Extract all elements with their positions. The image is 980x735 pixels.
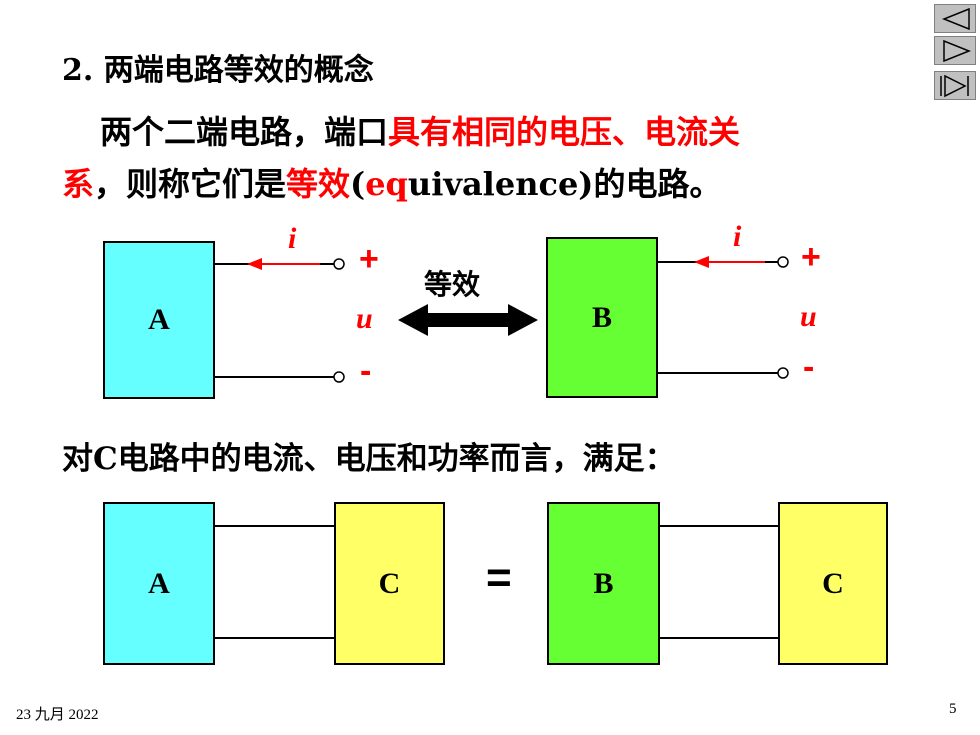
definition-line-2: 系，则称它们是等效(equivalence)的电路。 (62, 168, 721, 200)
definition-text: 两个二端电路，端口 (100, 113, 389, 151)
minus-sign-a: - (360, 352, 372, 390)
prev-slide-button[interactable] (934, 4, 976, 33)
circuit-box-a-2: A (103, 502, 215, 665)
last-icon (940, 74, 969, 98)
next-slide-button[interactable] (934, 36, 976, 65)
current-label-a: i (288, 222, 297, 255)
definition-text: ( (350, 165, 366, 203)
definition-line-1: 两个二端电路，端口具有相同的电压、电流关 (100, 116, 740, 148)
definition-highlight: 系 (62, 165, 95, 203)
current-label-b: i (733, 220, 742, 253)
slide-heading: 2. 两端电路等效的概念 (62, 53, 374, 88)
circuit-box-b-2: B (547, 502, 660, 665)
definition-highlight: eq (365, 165, 408, 203)
condition-text: 对C电路中的电流、电压和功率而言，满足： (62, 441, 676, 477)
prev-icon (941, 7, 970, 31)
circuit-box-b: B (546, 237, 658, 398)
plus-sign-a: + (359, 240, 379, 278)
minus-sign-b: - (803, 348, 815, 386)
circuit-box-c-2: C (778, 502, 888, 665)
footer-date: 23 九月 2022 (16, 707, 99, 723)
last-slide-button[interactable] (934, 71, 976, 100)
circuit-box-a: A (103, 241, 215, 399)
definition-text: uivalence)的电路。 (407, 165, 722, 203)
page-number: 5 (949, 701, 957, 717)
definition-text: ，则称它们是 (94, 165, 287, 203)
voltage-label-b: u (800, 300, 817, 333)
voltage-label-a: u (356, 302, 373, 335)
definition-highlight: 等效 (286, 165, 351, 203)
circuit-box-c-1: C (334, 502, 445, 665)
plus-sign-b: + (801, 238, 821, 276)
definition-highlight: 具有相同的电压、电流关 (388, 113, 741, 151)
equals-sign: = (486, 553, 512, 602)
next-icon (943, 39, 972, 63)
equivalent-label: 等效 (424, 268, 481, 301)
